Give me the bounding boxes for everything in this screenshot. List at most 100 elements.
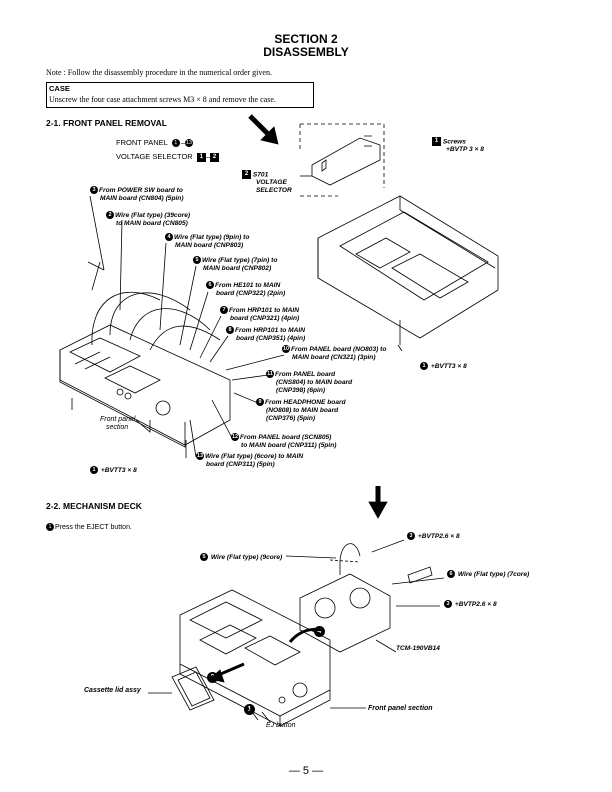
step-number-icon: 7 [220,306,228,314]
callout-line: MAIN board (CN804) (5pin) [100,194,184,202]
callout-line: Wire (Flat type) (7pin) to [202,256,278,264]
front-panel-label: FRONT PANEL 1–13 [116,138,193,148]
callout-line: (NO808) to MAIN board [266,406,339,414]
step-square-icon: 2 [242,170,251,179]
callout-line: Wire (Flat type) (6core) to MAIN [205,452,304,460]
step-number-icon: 1 [90,466,98,474]
step-number-icon: 5 [200,553,208,561]
label-text: +BVTP2.6 × 8 [417,532,460,540]
front-panel-text: FRONT PANEL [116,138,168,147]
callout-line: From HEADPHONE board [265,398,346,406]
screw-spec: +BVTT3 × 8 [100,466,137,474]
step-number-icon: 10 [282,345,290,353]
callout-line: to MAIN board (CNP311) (5pin) [241,441,337,449]
bvtp-mid-label: 3 +BVTP2.6 × 8 [444,600,497,609]
step-number-icon: 3 [407,532,415,540]
step-number-icon: 6 [206,281,214,289]
step-number-icon: 4 [165,233,173,241]
label-line: section [106,424,129,431]
label-text: +BVTP2.6 × 8 [454,600,497,608]
step-square-icon: 2 [210,152,220,162]
page-number: — 5 — [288,765,324,777]
front-panel-section-2-label: Front panel section [368,705,433,712]
callout-line: Wire (Flat type) (39core) [115,211,191,219]
callout-line: From PANEL board [275,370,336,378]
ej-button-label: EJ button [266,722,296,729]
step-number-icon: 1 [244,704,255,715]
step-square-icon: 1 [432,137,441,146]
step-number-icon: 2 [207,672,218,683]
step-number-icon: 9 [256,398,264,406]
callout-line: MAIN board (CNP803) [175,241,244,249]
screws-text: Screws [442,138,466,146]
callout-line: From PANEL board (SCN805) [240,433,332,441]
case-box: CASE Unscrew the four case attachment sc… [46,82,314,108]
step-number-icon: 3 [90,186,98,194]
wire-9core-label: 5 Wire (Flat type) (9core) [200,553,282,562]
s701-label: 2 S701 VOLTAGE SELECTOR [242,170,292,195]
page-title: DISASSEMBLY [263,45,349,59]
voltage-selector-label: VOLTAGE SELECTOR 1–2 [116,152,220,162]
s701-text: S701 [252,171,269,179]
callout-line: MAIN board (CN321) (3pin) [292,353,376,361]
callout-line: From POWER SW board to [99,186,183,194]
step-number-icon: 1 [420,362,428,370]
screws-label: 1 Screws +BVTP 3 × 8 [432,137,484,154]
callout-line: From HE101 to MAIN [215,281,281,289]
step-number-icon: 13 [196,452,204,460]
step-number-icon: 11 [266,370,274,378]
callout-line: board (CNP322) (2pin) [216,289,286,297]
step-number-icon: 1 [171,139,180,148]
step-square-icon: 1 [196,152,206,162]
callout-line: (CNP376) (5pin) [266,414,316,422]
step-number-icon: 4 [314,626,325,637]
bvtt-right-label: 1 +BVTT3 × 8 [420,362,467,371]
callout-line: MAIN board (CNP802) [203,264,272,272]
case-text: Unscrew the four case attachment screws … [49,95,276,104]
direction-arrow-icon [248,114,279,145]
callout-line: board (CNP351) (4pin) [236,334,306,342]
direction-arrow-icon [368,486,388,519]
section-2-1-heading: 2-1. FRONT PANEL REMOVAL [46,118,167,128]
label-text: Wire (Flat type) (9core) [210,553,283,561]
callout-line: (CNP398) (6pin) [276,386,326,394]
step-number-icon: 8 [226,326,234,334]
step-number-icon: 12 [231,433,239,441]
section-number: SECTION 2 [274,32,338,46]
step-number-icon: 1 [46,523,54,531]
case-title: CASE [49,84,70,93]
callout-line: From HRP101 to MAIN [235,326,305,334]
voltage-selector-text: VOLTAGE SELECTOR [116,152,193,161]
instruction-text: Press the EJECT button. [55,523,132,531]
bvtt-left-label: 1 +BVTT3 × 8 [90,466,137,475]
step-number-icon: 2 [106,211,114,219]
step-number-icon: 6 [447,570,455,578]
section-2-2-heading: 2-2. MECHANISM DECK [46,501,142,511]
callout-line: Wire (Flat type) (9pin) to [174,233,250,241]
step-number-icon: 13 [184,139,193,148]
cassette-lid-label: Cassette lid assy [84,687,141,694]
screw-spec: +BVTT3 × 8 [430,362,467,370]
s701-voltage: VOLTAGE [256,179,287,187]
wire-7core-label: 6 Wire (Flat type) (7core) [447,570,529,579]
bvtp-top-label: 3 +BVTP2.6 × 8 [407,532,460,541]
callout-line: (CNS804) to MAIN board [276,378,353,386]
s701-selector: SELECTOR [256,187,292,195]
callout-line: board (CNP311) (5pin) [206,460,275,468]
note-text: Note : Follow the disassembly procedure … [46,68,272,77]
step-number-icon: 3 [444,600,452,608]
